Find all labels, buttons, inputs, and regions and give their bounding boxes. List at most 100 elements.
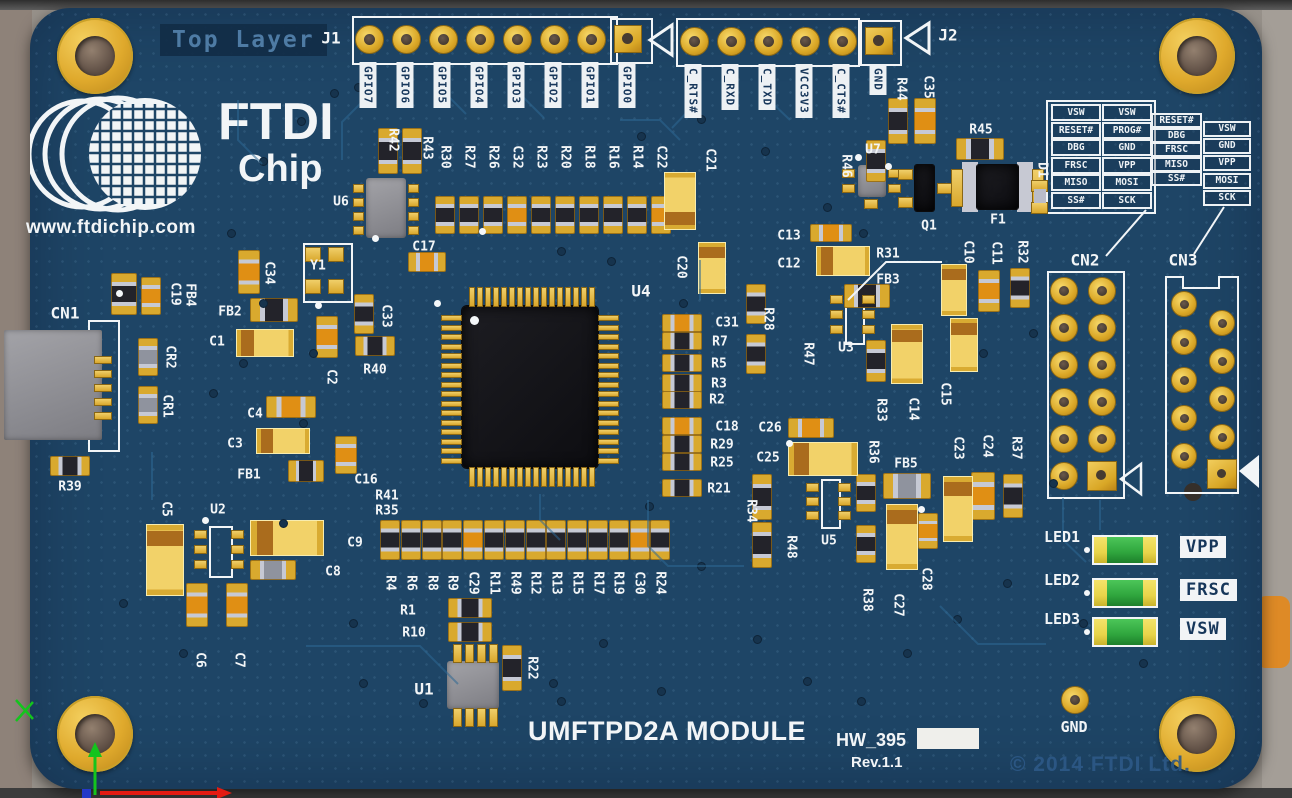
refdes-label-R32: R32	[1014, 240, 1030, 264]
refdes-label-R20: R20	[557, 145, 573, 169]
u4-pin-right	[598, 457, 619, 464]
cn2-pad-r1	[1088, 277, 1116, 305]
refdes-label-R6: R6	[403, 575, 419, 591]
component-pad	[830, 325, 843, 334]
component-pad	[353, 212, 364, 221]
cn3-pad-pin1-hole	[1216, 468, 1226, 478]
silkscreen-dot	[479, 228, 486, 235]
part-R42	[378, 128, 398, 174]
refdes-label-R29: R29	[710, 437, 734, 453]
via	[697, 115, 706, 124]
cn2-table-cell-MOSI: MOSI	[1102, 174, 1152, 191]
u4-pin-top	[509, 287, 515, 307]
u4-pin-left	[441, 315, 462, 321]
component-pad	[862, 310, 875, 319]
part-R15	[567, 520, 588, 560]
j1-pin-label-GPIO2: GPIO2	[544, 62, 562, 109]
via	[259, 157, 268, 166]
refdes-label-R26: R26	[485, 145, 501, 169]
via	[599, 639, 608, 648]
via	[697, 562, 706, 571]
refdes-label-R23: R23	[533, 145, 549, 169]
part-R22	[502, 645, 522, 691]
j1-pin-label-GPIO6: GPIO6	[396, 62, 414, 109]
u4-pin-right	[598, 343, 619, 350]
u4-pin-top	[517, 287, 523, 307]
refdes-label-C19: C19	[167, 282, 183, 306]
via	[557, 697, 566, 706]
component-pad	[888, 184, 901, 193]
part-C18	[662, 417, 702, 435]
refdes-label-R15: R15	[569, 571, 585, 595]
via	[679, 299, 688, 308]
u4-pin-top	[541, 287, 547, 307]
silkscreen-dot	[786, 440, 793, 447]
via	[297, 117, 306, 126]
refdes-label-U7: U7	[865, 142, 881, 158]
u1-pin	[453, 644, 462, 663]
part-R7	[662, 332, 702, 350]
part-R11	[484, 520, 504, 560]
refdes-label-U4: U4	[631, 281, 651, 301]
u1-pin	[465, 708, 474, 727]
component-pad	[1031, 202, 1048, 214]
refdes-label-R3: R3	[711, 376, 727, 392]
u4-pin-bottom	[517, 467, 523, 487]
u4-pin-top	[549, 287, 555, 307]
u4-pin-bottom	[469, 467, 475, 487]
refdes-label-R49: R49	[507, 571, 523, 595]
via	[803, 677, 812, 686]
led-LED1	[1092, 535, 1158, 565]
cap-C14	[891, 324, 923, 384]
j2-pin-6-hole	[872, 34, 884, 46]
part-C13	[810, 224, 852, 242]
part-R36	[856, 474, 876, 512]
part-C35	[914, 98, 936, 144]
j1-pin-7	[576, 24, 606, 54]
cn3-pad-r4	[1209, 424, 1235, 450]
part-C26	[788, 418, 834, 438]
j2-pin-2	[716, 26, 746, 56]
cn2-table-cell-GND: GND	[1102, 139, 1152, 156]
via	[209, 389, 218, 398]
u4-pin-right	[598, 362, 619, 369]
refdes-label-R48: R48	[783, 535, 799, 559]
part-FB2	[250, 298, 298, 322]
refdes-label-U1: U1	[414, 679, 434, 699]
via	[299, 419, 308, 428]
via	[657, 687, 666, 696]
cn3-pad-l5	[1171, 443, 1197, 469]
silkscreen-dot	[855, 154, 862, 161]
led-LED3	[1092, 617, 1158, 647]
cn2-pad-l3	[1050, 351, 1078, 379]
gnd-test-point	[1061, 686, 1089, 714]
cn2-table-cell-FRSC: FRSC	[1051, 156, 1101, 174]
led-signal-label-VPP: VPP	[1180, 536, 1226, 558]
cn2-table-cell-SS#: SS#	[1051, 191, 1101, 209]
j1-pin-label-GPIO3: GPIO3	[507, 62, 525, 109]
part-C29	[463, 520, 484, 560]
cap-C12	[816, 246, 870, 276]
refdes-label-C21: C21	[702, 148, 718, 172]
component-pad	[838, 511, 851, 520]
u4-pin-left	[441, 362, 462, 369]
cap-C21	[664, 172, 696, 230]
refdes-label-R17: R17	[590, 571, 606, 595]
part-CR1	[138, 386, 158, 424]
part-C16	[335, 436, 357, 474]
refdes-label-R10: R10	[402, 625, 426, 641]
refdes-label-R38: R38	[859, 588, 875, 612]
refdes-label-C33: C33	[378, 304, 394, 328]
refdes-label-R4: R4	[382, 575, 398, 591]
refdes-label-R13: R13	[548, 571, 564, 595]
part-R19	[608, 520, 629, 560]
refdes-label-F1: F1	[990, 212, 1006, 228]
cap-C3	[256, 428, 310, 454]
cn2-table-cell-VSW: VSW	[1102, 104, 1152, 121]
u4-pin-right	[598, 448, 619, 454]
refdes-label-CR2: CR2	[162, 345, 178, 369]
refdes-label-R30: R30	[437, 145, 453, 169]
refdes-label-C3: C3	[227, 436, 243, 452]
led-ref-label-LED1: LED1	[1043, 528, 1081, 546]
